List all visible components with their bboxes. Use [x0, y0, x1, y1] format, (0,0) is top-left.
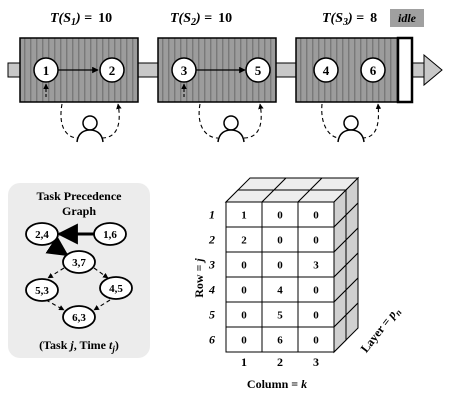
precedence-node-label: 1,6 [103, 229, 117, 241]
station-3-time-label: T(S3) =8 [322, 11, 377, 28]
matrix-cell [297, 276, 335, 303]
matrix-cell-value: 0 [277, 260, 283, 272]
precedence-edge [45, 235, 69, 257]
column-label: 3 [313, 355, 319, 369]
matrix-cell-value: 0 [241, 310, 247, 322]
matrix-cell-value: 1 [241, 210, 247, 222]
precedence-title-line1: Task Precedence [37, 189, 123, 203]
precedence-panel: Task Precedence Graph 2,4 1,6 3,7 5,3 4,… [8, 183, 150, 358]
matrix-cell [225, 276, 263, 303]
column-label: 2 [277, 355, 283, 369]
precedence-title-line2: Graph [62, 204, 96, 218]
task-node [360, 57, 386, 83]
matrix-cell-value: 4 [277, 285, 283, 297]
matrix-cell [297, 251, 335, 278]
task-node [245, 57, 271, 83]
worker-icon-body [217, 129, 245, 143]
worker-icon-head [223, 115, 239, 131]
row-label: 6 [209, 333, 215, 347]
precedence-node [25, 278, 59, 302]
worker-icon-head [343, 115, 359, 131]
task-node-label: 1 [43, 63, 50, 78]
matrix-cell-value: 0 [313, 335, 319, 347]
precedence-edge [47, 267, 65, 279]
precedence-node-label: 4,5 [109, 283, 123, 295]
worker-1 [43, 83, 122, 143]
idle-badge [390, 9, 424, 27]
precedence-edge [93, 267, 109, 279]
precedence-node-label: 6,3 [72, 312, 86, 324]
precedence-node-label: 2,4 [35, 229, 49, 241]
matrix-cell-value: 3 [313, 260, 319, 272]
task-node-label: 6 [370, 63, 377, 78]
precedence-node [93, 222, 127, 246]
station-1-time-label: T(S1) =10 [50, 11, 112, 28]
precedence-node [25, 222, 59, 246]
precedence-node [62, 250, 96, 274]
matrix-cell-value: 0 [241, 335, 247, 347]
row-axis-label: Row = j [192, 258, 206, 298]
task-node [99, 57, 125, 83]
row-label: 3 [208, 258, 215, 272]
task-node [171, 57, 197, 83]
precedence-edge [45, 299, 65, 311]
matrix-cell [225, 226, 263, 253]
matrix-cell [297, 226, 335, 253]
worker-icon-body [76, 129, 104, 143]
station-2-time-label: T(S2) =10 [170, 11, 232, 28]
matrix-cell [297, 326, 335, 353]
matrix-cell [261, 301, 299, 328]
task-node-label: 4 [323, 63, 330, 78]
conveyor-arrow-head [423, 53, 443, 87]
station-2: T(S2) =10 3 5 [157, 11, 277, 103]
matrix-cell [225, 201, 263, 228]
matrix-cell-value: 6 [277, 335, 283, 347]
matrix-cell-value: 2 [241, 235, 247, 247]
task-node-label: 2 [109, 63, 116, 78]
precedence-caption: (Task j, Time tj) [39, 338, 119, 354]
worker-icon-body [337, 129, 365, 143]
matrix-cell [225, 326, 263, 353]
precedence-edge [93, 299, 111, 311]
row-label: 4 [208, 283, 215, 297]
row-label: 1 [209, 208, 215, 222]
matrix-cell-value: 5 [277, 310, 283, 322]
precedence-node-label: 3,7 [72, 257, 86, 269]
task-node [33, 57, 59, 83]
worker-3 [321, 103, 382, 143]
task-node [313, 57, 339, 83]
idle-region [396, 36, 414, 104]
station-1: T(S1) =10 1 2 [19, 11, 139, 103]
worker-icon-head [82, 115, 98, 131]
row-label: 2 [208, 233, 215, 247]
idle-label: idle [398, 11, 417, 25]
matrix-cell-value: 0 [313, 210, 319, 222]
layer-axis-label: Layer = pn [358, 304, 404, 357]
matrix-cell [297, 201, 335, 228]
worker-2 [181, 83, 264, 143]
matrix-cell-value: 0 [313, 285, 319, 297]
matrix-cell-value: 0 [277, 210, 283, 222]
matrix-cell-value: 0 [313, 310, 319, 322]
station-3-box [295, 37, 413, 103]
matrix-cell-value: 0 [241, 260, 247, 272]
task-node-label: 5 [255, 63, 262, 78]
matrix-cell-value: 0 [313, 235, 319, 247]
matrix-cell-value: 0 [241, 285, 247, 297]
column-label: 1 [241, 355, 247, 369]
row-label: 5 [209, 308, 215, 322]
precedence-node [99, 276, 133, 300]
matrix-cell-value: 0 [277, 235, 283, 247]
station-3: T(S3) =8 idle 4 6 [295, 9, 424, 104]
assembly-line: T(S1) =10 1 2 T(S2) =10 3 5 T(S3) =8 [7, 9, 443, 143]
precedence-node-label: 5,3 [35, 285, 49, 297]
matrix-cell [261, 326, 299, 353]
column-axis-label: Column = k [247, 377, 307, 391]
precedence-node [62, 305, 96, 329]
task-node-label: 3 [181, 63, 188, 78]
